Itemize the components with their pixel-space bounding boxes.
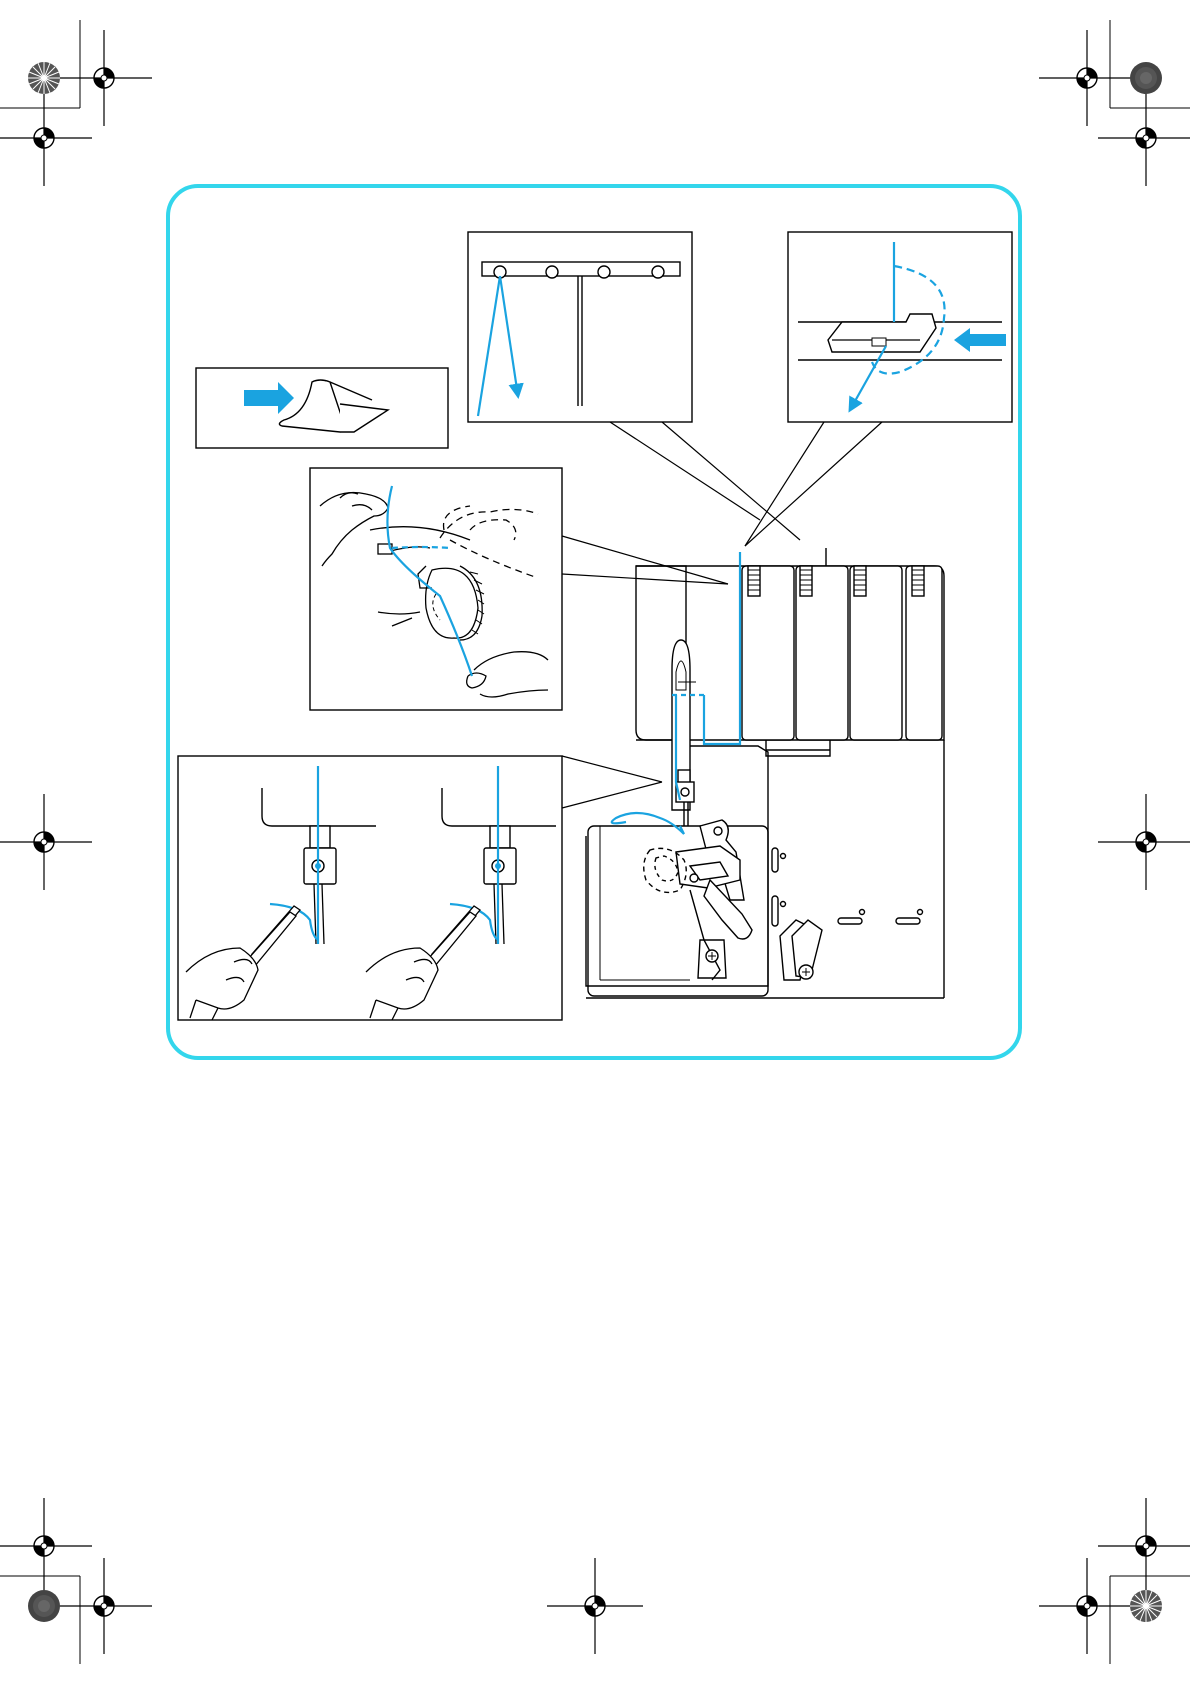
crosshair-registration-icon bbox=[0, 1498, 92, 1594]
crosshair-registration-icon bbox=[0, 90, 92, 186]
insert-arrow-into-guide bbox=[196, 368, 448, 448]
serger-machine-body bbox=[586, 566, 944, 998]
crosshair-registration-icon bbox=[1098, 1498, 1190, 1594]
crosshair-registration-icon bbox=[547, 1558, 643, 1654]
radial-color-target-icon bbox=[28, 62, 60, 94]
crosshair-registration-icon bbox=[1098, 794, 1190, 890]
radial-color-target-icon bbox=[1130, 1590, 1162, 1622]
thread-guide-bar bbox=[468, 232, 692, 422]
radial-color-target-icon bbox=[28, 1590, 60, 1622]
crosshair-registration-icon bbox=[1098, 90, 1190, 186]
crosshair-registration-icon bbox=[0, 794, 92, 890]
crosshair-registration-icon bbox=[56, 1558, 152, 1654]
tension-disc-threading bbox=[310, 468, 562, 710]
radial-color-target-icon bbox=[1130, 62, 1162, 94]
tension-dial-4 bbox=[912, 566, 924, 596]
crosshair-registration-icon bbox=[1039, 1558, 1135, 1654]
tension-dial-3 bbox=[854, 566, 866, 596]
needle-eye-threading-with-tweezers bbox=[178, 756, 562, 1020]
tension-dial-1 bbox=[748, 566, 760, 596]
crosshair-registration-icon bbox=[1039, 30, 1135, 126]
tension-dial-2 bbox=[800, 566, 812, 596]
thread-cutter-pull bbox=[788, 232, 1012, 422]
crosshair-registration-icon bbox=[56, 30, 152, 126]
